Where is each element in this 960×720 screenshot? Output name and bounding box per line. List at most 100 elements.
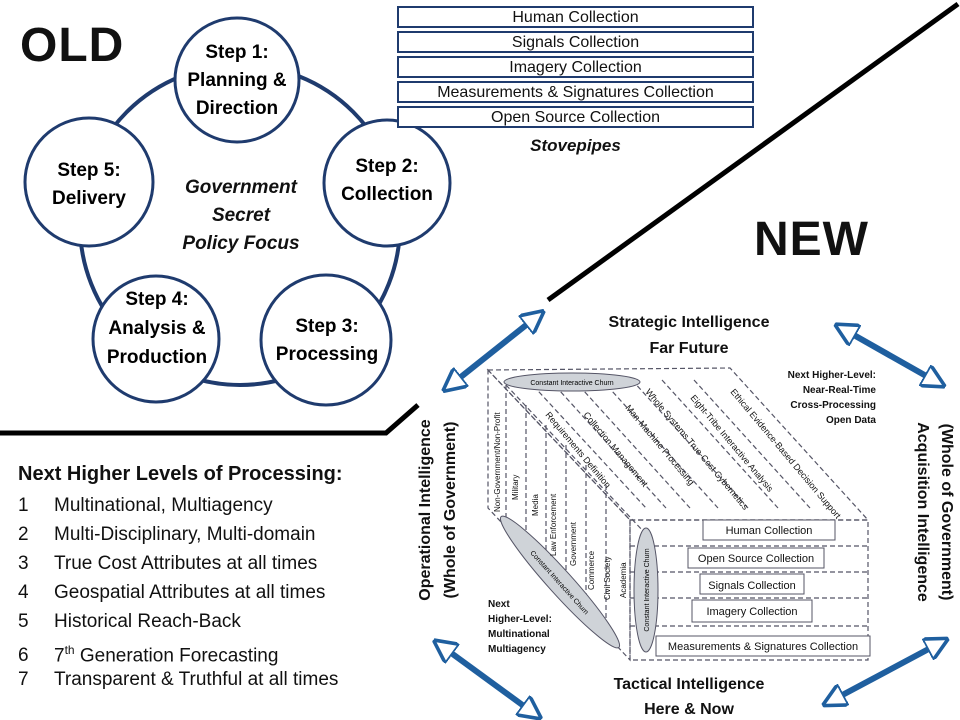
note-line: Cross-Processing (790, 400, 876, 411)
step-2-node: Step 2: Collection (322, 118, 452, 248)
step-2-line-1: Step 2: (355, 156, 418, 177)
step-3-line-2: Processing (276, 344, 378, 365)
collection-label: Open Source Collection (698, 553, 814, 565)
cube-face-titles: Strategic Intelligence Far Future Tactic… (417, 314, 955, 718)
acquisition-subtitle: (Whole of Government) (938, 424, 955, 601)
double-arrow-icon (845, 330, 935, 381)
stovepipe-measurements: Measurements & Signatures Collection (397, 81, 754, 103)
sector-label: Government (569, 521, 578, 566)
collection-label: Measurements & Signatures Collection (668, 641, 858, 653)
item-number: 7 (18, 669, 29, 690)
note-line: Next (488, 599, 510, 610)
sector-label: Military (511, 475, 520, 500)
step-2-line-2: Collection (341, 184, 433, 205)
note-line: Multinational (488, 629, 550, 640)
center-line-1: Government (185, 177, 298, 198)
churn-label-front: Constant Interactive Churn (644, 548, 651, 631)
item-text: Transparent & Truthful at all times (54, 669, 339, 690)
sector-label: Law Enforcement (549, 493, 558, 556)
intelligence-cycle: Government Secret Policy Focus Step 1: P… (23, 16, 452, 407)
sector-label: Non-Government/Non-Profit (493, 412, 502, 512)
stovepipe-open-source: Open Source Collection (397, 106, 754, 128)
step-5-node: Step 5: Delivery (23, 116, 155, 248)
note-line: Multiagency (488, 644, 546, 655)
list-item: 4 Geospatial Attributes at all times (18, 579, 338, 608)
item-number: 1 (18, 495, 29, 516)
sector-label: Civil Society (603, 556, 612, 600)
old-label: OLD (20, 19, 125, 72)
list-item: 1 Multinational, Multiagency (18, 492, 338, 521)
collection-label: Imagery Collection (706, 606, 797, 618)
note-line: Higher-Level: (488, 614, 552, 625)
step-5-line-2: Delivery (52, 188, 126, 209)
double-arrow-icon (833, 644, 938, 700)
new-label: NEW (754, 213, 869, 266)
step-1-line-3: Direction (196, 98, 278, 119)
item-text: Multinational, Multiagency (54, 495, 273, 516)
sector-labels: Non-Government/Non-Profit Military Media… (493, 412, 628, 600)
item-number: 6 (18, 645, 29, 667)
item-number: 3 (18, 553, 29, 574)
step-4-line-1: Step 4: (125, 289, 188, 310)
note-line: Open Data (826, 415, 876, 426)
item-text: Geospatial Attributes at all times (54, 582, 326, 603)
list-item: 6 7th Generation Forecasting (18, 637, 338, 666)
cube-frame (486, 367, 870, 662)
corner-arrows (443, 318, 938, 712)
item-number: 2 (18, 524, 29, 545)
strategic-subtitle: Far Future (649, 340, 728, 357)
step-1-node: Step 1: Planning & Direction (173, 16, 301, 144)
sector-label: Academia (619, 562, 628, 598)
sector-label: Media (531, 494, 540, 516)
process-label: Eight-Tribe Interactive Analysis (688, 393, 775, 494)
step-1-line-1: Step 1: (205, 42, 268, 63)
step-5-line-1: Step 5: (57, 160, 120, 181)
item-text: 7 (54, 645, 65, 667)
list-item: 7 Transparent & Truthful at all times (18, 666, 338, 695)
double-arrow-icon (452, 318, 535, 384)
item-number: 4 (18, 582, 29, 603)
note-line: Near-Real-Time (803, 385, 877, 396)
step-4-line-2: Analysis & (108, 318, 205, 339)
item-text: Historical Reach-Back (54, 611, 241, 632)
collection-label: Human Collection (726, 525, 813, 537)
tactical-title: Tactical Intelligence (614, 676, 765, 693)
strategic-title: Strategic Intelligence (609, 314, 770, 331)
note-line: Next Higher-Level: (788, 370, 876, 381)
double-arrow-icon (443, 647, 532, 712)
next-levels-title: Next Higher Levels of Processing: (18, 463, 343, 485)
step-4-line-3: Production (107, 347, 207, 368)
process-label: Requirements Definition (543, 410, 612, 490)
list-item: 5 Historical Reach-Back (18, 608, 338, 637)
item-number: 5 (18, 611, 29, 632)
step-4-node: Step 4: Analysis & Production (91, 274, 221, 404)
stovepipes-label: Stovepipes (530, 136, 621, 155)
list-item: 3 True Cost Attributes at all times (18, 550, 338, 579)
top-right-note: Next Higher-Level: Near-Real-Time Cross-… (788, 370, 877, 426)
center-line-3: Policy Focus (182, 233, 299, 254)
next-levels-list: 1 Multinational, Multiagency 2 Multi-Disci… (18, 492, 338, 695)
churn-ellipse-front: Constant Interactive Churn (633, 527, 659, 653)
bottom-left-note: Next Higher-Level: Multinational Multiag… (488, 599, 552, 655)
churn-ellipse-top (503, 372, 641, 392)
item-text: True Cost Attributes at all times (54, 553, 318, 574)
stovepipe-human: Human Collection (397, 6, 754, 28)
collection-boxes: Human Collection Open Source Collection … (655, 519, 871, 657)
item-text-rest: Generation Forecasting (74, 645, 279, 667)
step-3-line-1: Step 3: (295, 316, 358, 337)
center-line-2: Secret (212, 205, 271, 226)
churn-label-top: Constant Interactive Churn (530, 380, 613, 387)
collection-label: Signals Collection (708, 580, 795, 592)
operational-subtitle: (Whole of Government) (442, 422, 459, 599)
item-text: Multi-Disciplinary, Multi-domain (54, 524, 316, 545)
churn-label-left: Constant Interactive Churn (528, 550, 589, 617)
acquisition-title: Acquisition Intelligence (914, 422, 931, 602)
item-superscript: th (64, 643, 75, 657)
step-1-line-2: Planning & (187, 70, 287, 91)
tactical-subtitle: Here & Now (644, 701, 734, 718)
cycle-center-text: Government Secret Policy Focus (182, 177, 299, 254)
stovepipe-signals: Signals Collection (397, 31, 754, 53)
step-3-node: Step 3: Processing (259, 273, 393, 407)
